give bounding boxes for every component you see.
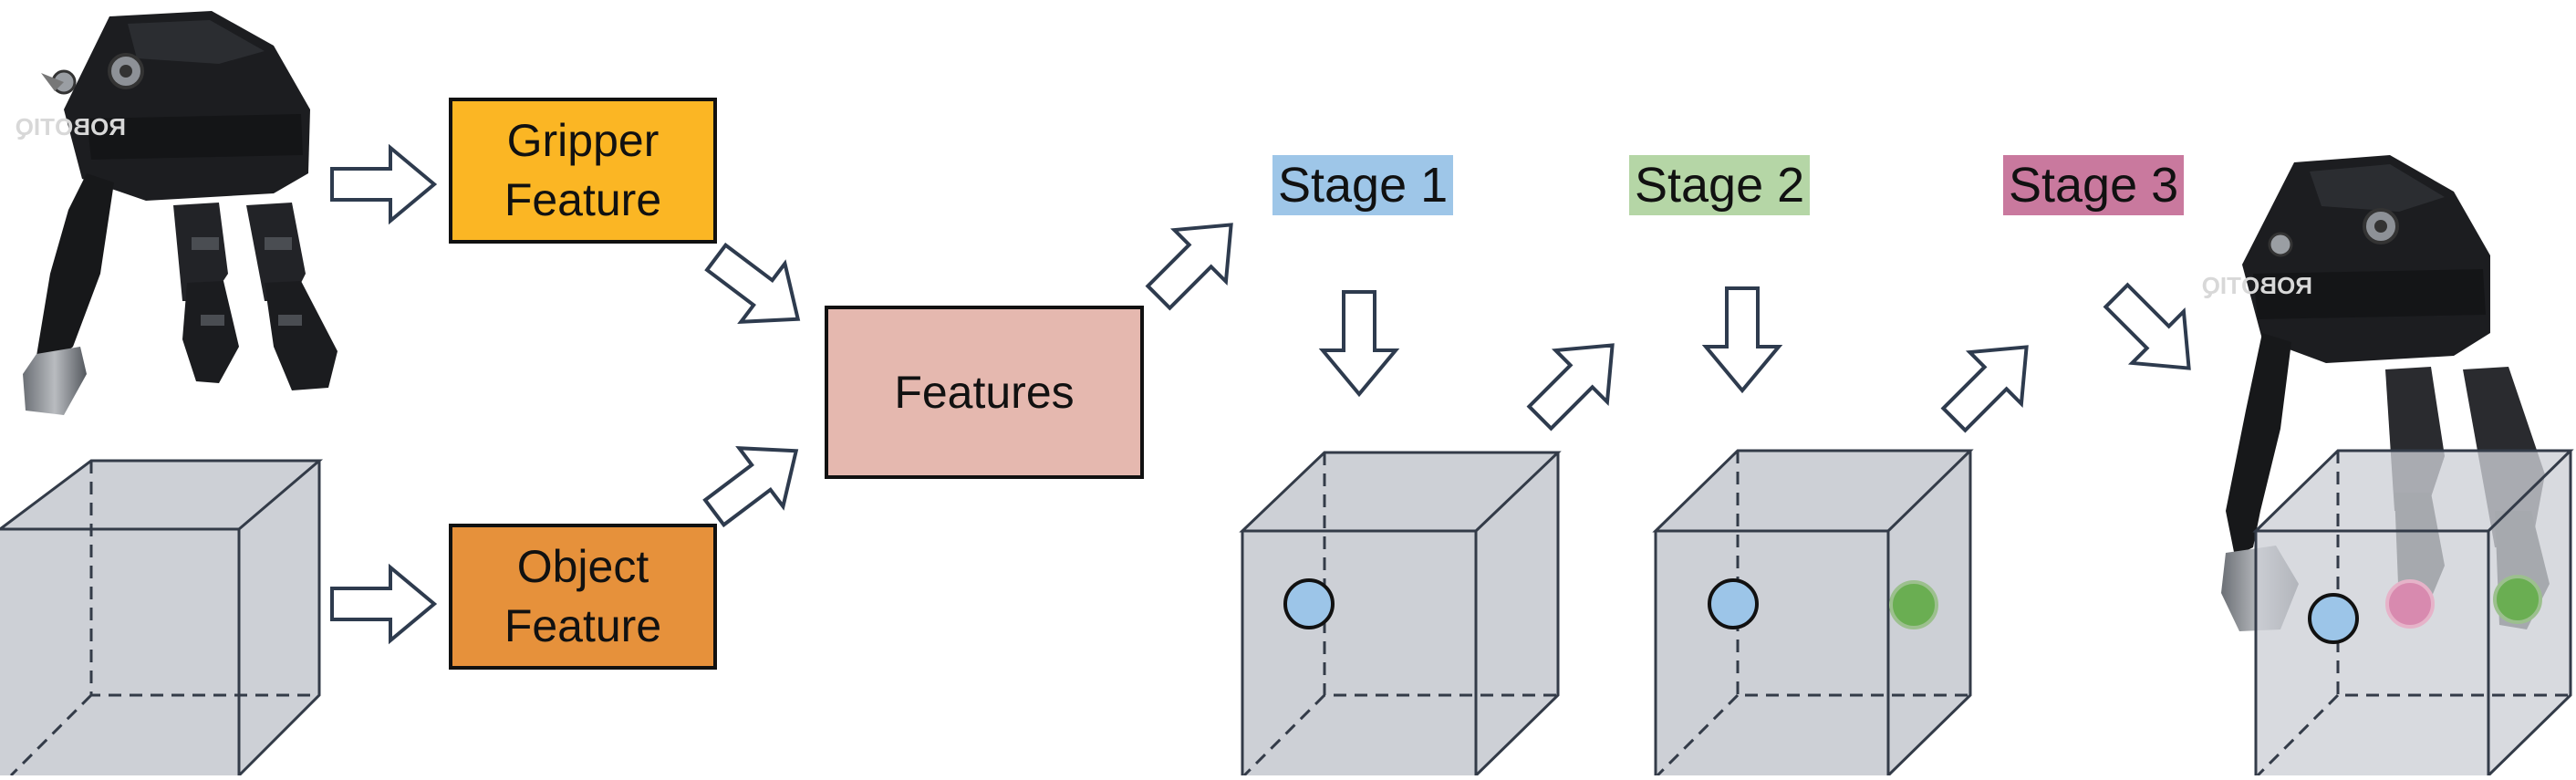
- stage2-cube: [1652, 449, 1974, 777]
- stage1-label: Stage 1: [1272, 155, 1454, 216]
- result-cube: [2252, 449, 2574, 777]
- arrow-stage2-to-stage3: [1940, 345, 2029, 433]
- arrow-stage1-to-stage2: [1526, 343, 1615, 432]
- arrow-cube-to-feature: [330, 563, 438, 645]
- features-box: Features: [825, 306, 1144, 479]
- stage2-contact-point-1: [1708, 578, 1759, 629]
- arrow-object-feature-to-features: [702, 446, 799, 528]
- input-object-cube: [0, 459, 324, 777]
- stage3-label: Stage 3: [2003, 155, 2185, 216]
- arrow-stage1-down: [1318, 290, 1400, 398]
- result-gripper-logo: ROBOTIQ: [2202, 272, 2312, 299]
- stage1-contact-point: [1283, 578, 1335, 629]
- stage3-contact-point-blue: [2308, 593, 2359, 644]
- arrow-gripper-to-feature: [330, 143, 438, 225]
- arrow-gripper-feature-to-features: [704, 242, 801, 324]
- gripper-feature-box: Gripper Feature: [449, 98, 717, 244]
- gripper-logo: ROBOTIQ: [16, 113, 126, 140]
- stage2-label: Stage 2: [1629, 155, 1811, 216]
- stage1-cube: [1239, 451, 1562, 777]
- stage3-contact-point-pink: [2385, 579, 2435, 629]
- arrow-stage2-down: [1701, 286, 1783, 394]
- stage2-contact-point-2: [1889, 580, 1938, 629]
- object-feature-box: Object Feature: [449, 524, 717, 670]
- input-gripper-image: ROBOTIQ: [16, 11, 338, 415]
- arrow-features-to-stage1: [1145, 223, 1233, 311]
- arrow-stage3-to-result: [2103, 282, 2191, 370]
- stage3-contact-point-green: [2493, 575, 2542, 624]
